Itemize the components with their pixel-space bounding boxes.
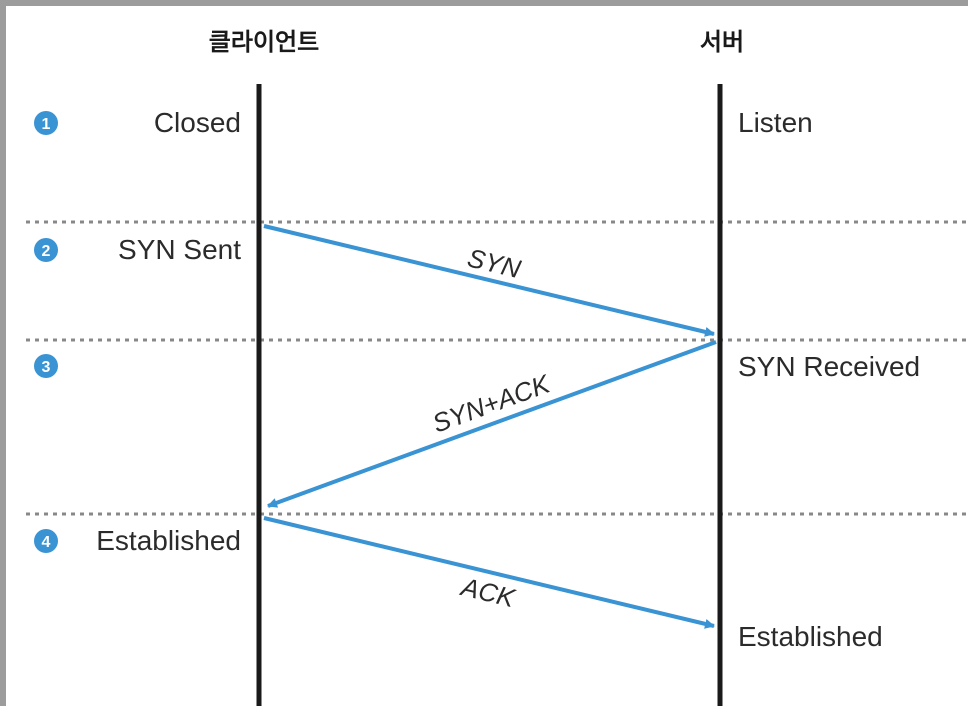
client-state-syn-sent: SYN Sent xyxy=(118,234,241,265)
step-badge: 4 xyxy=(34,529,58,553)
svg-text:4: 4 xyxy=(42,534,51,551)
step-badge: 3 xyxy=(34,354,58,378)
ack-arrow xyxy=(263,516,715,629)
step-badge: 1 xyxy=(34,111,58,135)
server-state-syn-received: SYN Received xyxy=(738,351,920,382)
client-state-closed: Closed xyxy=(154,107,241,138)
client-state-established: Established xyxy=(96,525,241,556)
syn-ack-arrow xyxy=(267,340,717,508)
svg-text:3: 3 xyxy=(42,359,51,376)
svg-text:1: 1 xyxy=(42,116,51,133)
client-header: 클라이언트 xyxy=(209,28,319,56)
server-header: 서버 xyxy=(700,28,744,56)
server-state-established: Established xyxy=(738,621,883,652)
step-badge: 2 xyxy=(34,238,58,262)
diagram-svg: 클라이언트 서버 1 2 3 4 Closed SYN Sent Establi… xyxy=(26,28,968,706)
tcp-handshake-diagram: 클라이언트 서버 1 2 3 4 Closed SYN Sent Establi… xyxy=(6,6,968,706)
syn-ack-label: SYN+ACK xyxy=(428,368,555,439)
svg-text:2: 2 xyxy=(42,243,51,260)
syn-arrow xyxy=(263,224,715,337)
server-state-listen: Listen xyxy=(738,107,813,138)
